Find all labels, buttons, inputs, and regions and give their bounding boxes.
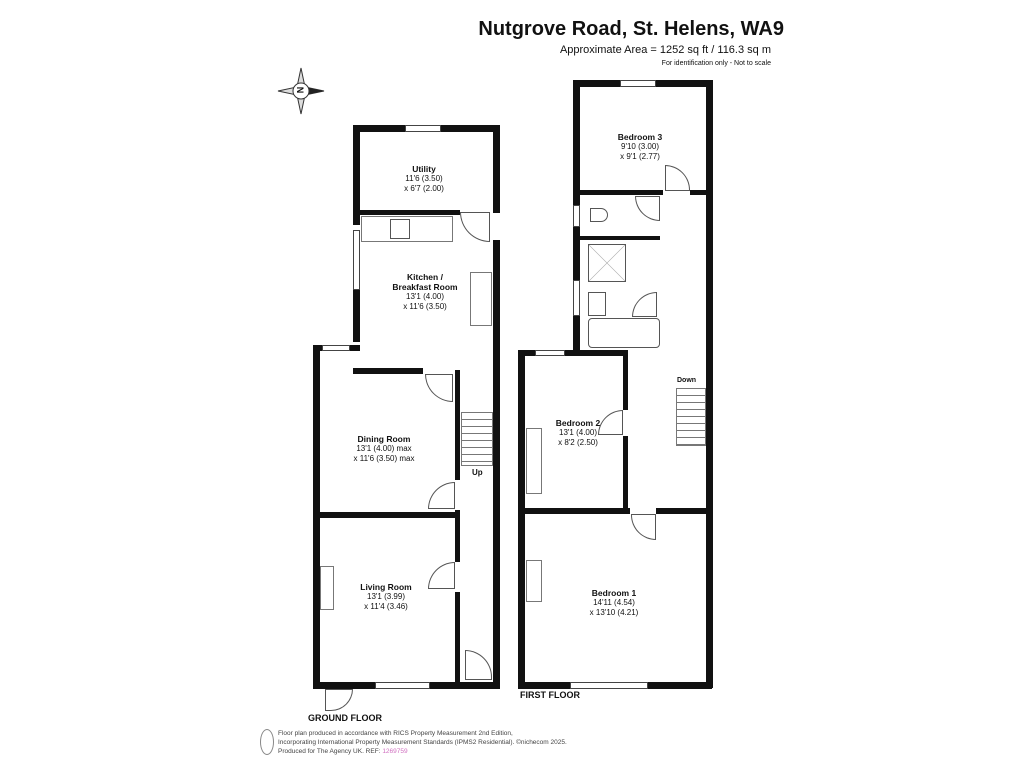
stairs-up	[461, 412, 493, 466]
kitchen-counter	[470, 272, 492, 326]
stairs-down	[676, 388, 706, 446]
wardrobe	[526, 560, 542, 602]
stairs-down-label: Down	[677, 377, 697, 384]
reference-number: 1269759	[382, 748, 408, 755]
info-icon	[260, 729, 274, 755]
first-floor-label: FIRST FLOOR	[520, 690, 580, 700]
basin-icon	[588, 292, 606, 316]
toilet-icon	[590, 208, 608, 222]
scale-note: For identification only - Not to scale	[661, 60, 771, 67]
compass-north-label: N	[295, 86, 306, 94]
compass: N	[276, 66, 326, 116]
stairs-up-label: Up	[472, 468, 483, 477]
kitchen-worktop	[361, 216, 453, 242]
footer-disclaimer: Floor plan produced in accordance with R…	[278, 730, 567, 755]
ground-floor-label: GROUND FLOOR	[308, 713, 382, 723]
compass-icon	[277, 67, 325, 115]
property-title: Nutgrove Road, St. Helens, WA9	[478, 18, 784, 40]
bath-icon	[588, 318, 660, 348]
fireplace	[320, 566, 334, 610]
shower-icon	[588, 244, 626, 282]
hob-icon	[390, 219, 410, 239]
wardrobe	[526, 428, 542, 494]
approximate-area: Approximate Area = 1252 sq ft / 116.3 sq…	[559, 44, 771, 56]
